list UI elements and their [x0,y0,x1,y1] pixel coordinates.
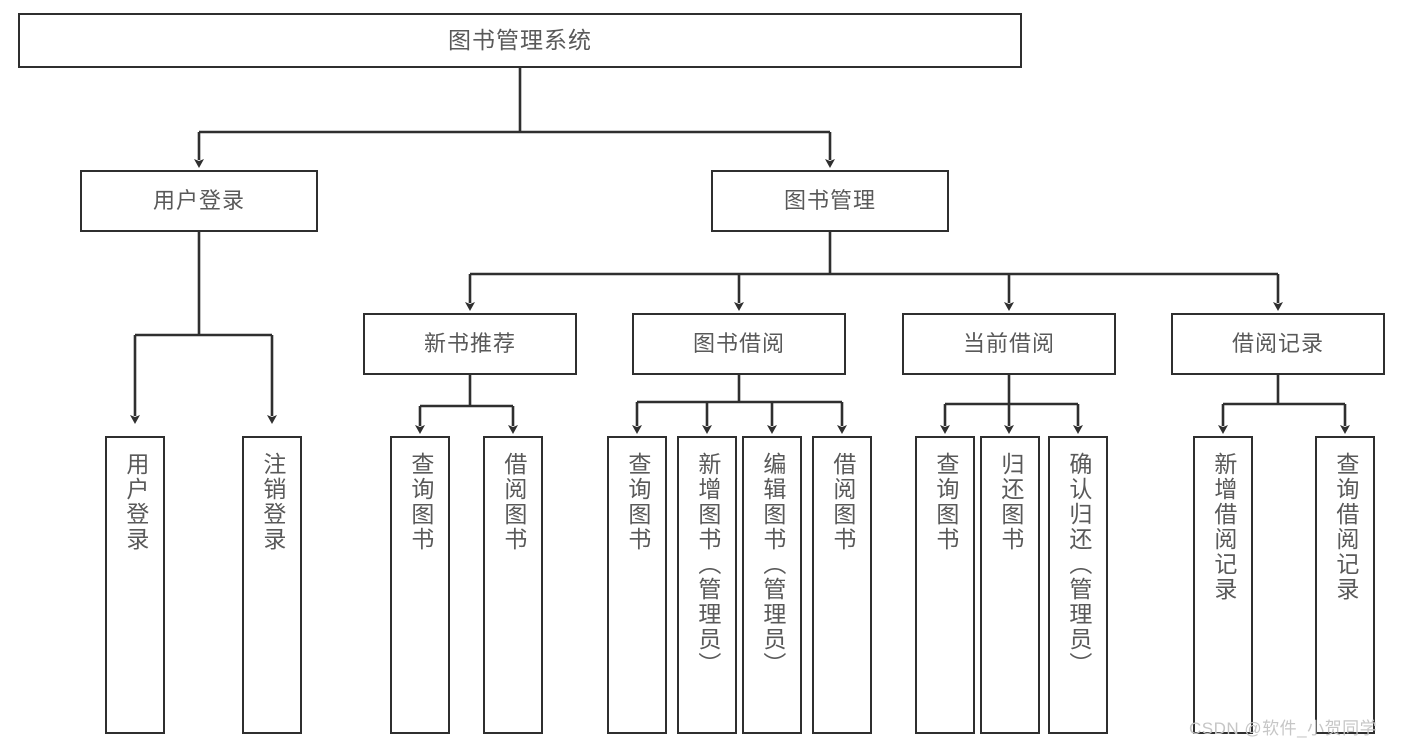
node-current-borrow[interactable]: 当前借阅 [902,313,1116,375]
node-label: 借阅记录 [1231,330,1324,356]
node-leaf-user-login[interactable]: 用户登录 [105,436,165,734]
node-label: 新书推荐 [423,330,516,356]
node-label: 查询图书 [407,452,434,552]
node-leaf-query-borrow-record[interactable]: 查询借阅记录 [1315,436,1375,734]
node-label: 注销登录 [259,452,286,552]
node-leaf-borrow-book-recommend[interactable]: 借阅图书 [483,436,543,734]
node-leaf-query-book-current[interactable]: 查询图书 [915,436,975,734]
node-borrow-records[interactable]: 借阅记录 [1171,313,1385,375]
csdn-watermark: CSDN @软件_小贺同学 [1189,719,1378,738]
node-leaf-add-borrow-record[interactable]: 新增借阅记录 [1193,436,1253,734]
node-leaf-borrow-book[interactable]: 借阅图书 [812,436,872,734]
node-label: 查询借阅记录 [1332,452,1359,602]
node-label: 新增借阅记录 [1210,452,1237,602]
node-label: 查询图书 [624,452,651,552]
node-leaf-add-book-admin[interactable]: 新增图书（管理员） [677,436,737,734]
node-label: 借阅图书 [829,452,856,552]
node-leaf-query-book-recommend[interactable]: 查询图书 [390,436,450,734]
node-label: 归还图书 [997,452,1024,552]
node-label: 编辑图书（管理员） [759,452,786,677]
node-label: 图书管理系统 [448,26,592,53]
node-root-book-management-system[interactable]: 图书管理系统 [18,13,1022,68]
node-label: 查询图书 [932,452,959,552]
node-leaf-edit-book-admin[interactable]: 编辑图书（管理员） [742,436,802,734]
node-label: 确认归还（管理员） [1065,452,1092,677]
node-label: 当前借阅 [962,330,1055,356]
node-leaf-query-book-borrow[interactable]: 查询图书 [607,436,667,734]
node-new-book-recommend[interactable]: 新书推荐 [363,313,577,375]
node-leaf-confirm-return-admin[interactable]: 确认归还（管理员） [1048,436,1108,734]
node-label: 用户登录 [152,187,245,213]
node-leaf-return-book[interactable]: 归还图书 [980,436,1040,734]
node-book-management[interactable]: 图书管理 [711,170,949,232]
node-book-borrow[interactable]: 图书借阅 [632,313,846,375]
node-label: 新增图书（管理员） [694,452,721,677]
node-label: 用户登录 [122,452,149,552]
node-label: 图书管理 [783,187,876,213]
node-user-login[interactable]: 用户登录 [80,170,318,232]
node-label: 借阅图书 [500,452,527,552]
node-leaf-logout[interactable]: 注销登录 [242,436,302,734]
node-label: 图书借阅 [692,330,785,356]
